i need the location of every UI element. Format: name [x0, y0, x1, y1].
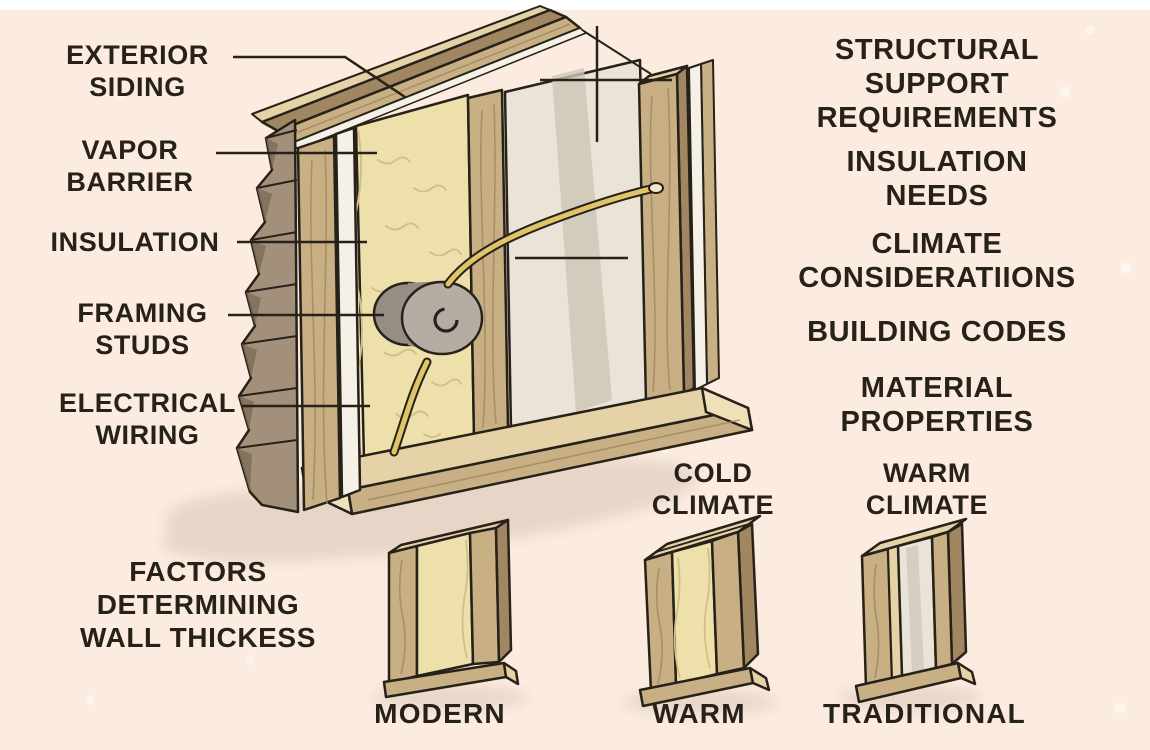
drywall-graphic — [503, 26, 652, 432]
framing-stud-middle-graphic — [466, 88, 510, 440]
page-title: FACTORS DETERMINING WALL THICKESS — [80, 556, 316, 653]
label-modern-wall: MODERN — [374, 698, 506, 729]
leader-lines — [216, 55, 672, 408]
factor-building-codes: BUILDING CODES — [807, 316, 1067, 348]
label-traditional-wall: TRADITIONAL — [823, 698, 1026, 729]
junction-box-graphic — [372, 280, 484, 356]
top-plate-graphic — [251, 5, 587, 150]
framing-stud-left-graphic — [296, 134, 342, 512]
electrical-wire-graphic — [389, 182, 664, 457]
label-insulation: INSULATION — [50, 227, 220, 257]
top-border-strip — [0, 0, 1150, 10]
framing-stud-right-graphic — [637, 64, 696, 404]
label-warm-wall: WARM — [652, 698, 746, 729]
insulation-graphic — [352, 93, 476, 462]
warm-wall-graphic — [638, 514, 771, 708]
modern-wall-graphic — [382, 518, 520, 699]
traditional-wall-graphic — [854, 517, 977, 704]
